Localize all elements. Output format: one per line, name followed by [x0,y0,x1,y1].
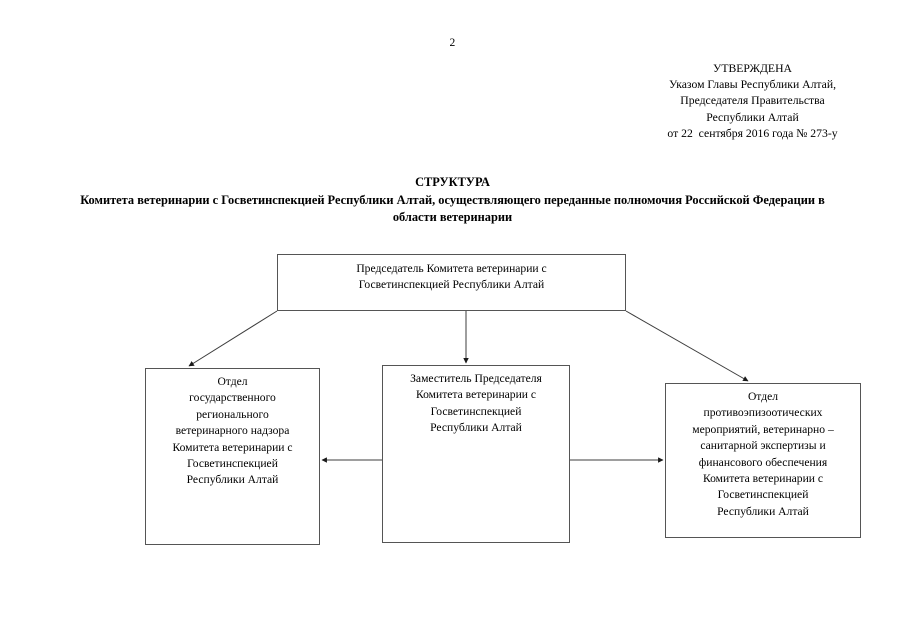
org-node-chairman: Председатель Комитета ветеринарии с Госв… [277,254,626,311]
page-title-main: СТРУКТУРА [415,175,490,189]
page-title-subtitle: Комитета ветеринарии с Госветинспекцией … [80,192,825,225]
approval-line-decree: Указом Главы Республики Алтай, [668,78,837,92]
org-node-deputy-label: Заместитель Председателя Комитета ветери… [410,372,542,435]
org-node-antiepizootic-department: Отдел противоэпизоотических мероприятий,… [665,383,861,538]
approval-line-chairman: Председателя Правительства [680,94,825,108]
page-title: СТРУКТУРА Комитета ветеринарии с Госвети… [0,174,905,227]
org-node-chairman-label: Председатель Комитета ветеринарии с Госв… [356,262,547,292]
approval-line-date: от 22 сентября 2016 года № 273-у [667,126,838,140]
connector-chairman-to-antiepizootic [625,310,749,382]
org-node-supervision-label: Отдел государственного регионального вет… [172,375,293,487]
connector-chairman-to-supervision [188,310,278,367]
org-node-deputy-chairman: Заместитель Председателя Комитета ветери… [382,365,570,543]
org-node-state-regional-veterinary-supervision: Отдел государственного регионального вет… [145,368,320,545]
approval-block: УТВЕРЖДЕНА Указом Главы Республики Алтай… [605,61,900,142]
approval-line-republic: Республики Алтай [706,110,799,124]
page-number: 2 [449,37,456,49]
approval-heading: УТВЕРЖДЕНА [713,62,792,75]
org-node-antiepizootic-label: Отдел противоэпизоотических мероприятий,… [692,390,834,518]
